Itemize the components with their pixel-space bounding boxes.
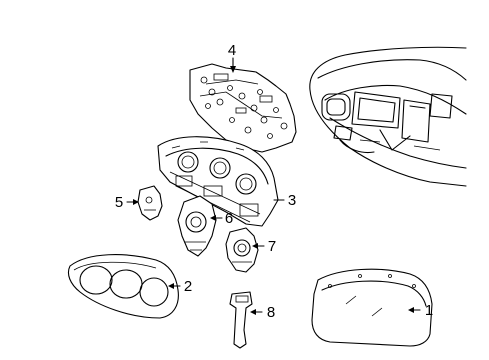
part-3-cluster-housing [157, 136, 285, 227]
callout-4: 4 [228, 42, 236, 59]
callout-6: 6 [225, 210, 233, 227]
callout-5: 5 [115, 194, 123, 211]
dashboard-overview [309, 46, 467, 187]
callout-2: 2 [184, 278, 192, 295]
part-8-connector [229, 291, 263, 349]
part-6-gauge [177, 195, 223, 257]
part-5-bracket [126, 185, 163, 221]
callout-8: 8 [267, 304, 275, 321]
part-1-lens [311, 268, 433, 347]
callout-7: 7 [268, 238, 276, 255]
part-4-printed-circuit [189, 57, 297, 153]
callout-1: 1 [425, 302, 433, 319]
part-2-bezel [67, 254, 181, 319]
callout-3: 3 [288, 192, 296, 209]
part-7-gauge [225, 227, 265, 273]
